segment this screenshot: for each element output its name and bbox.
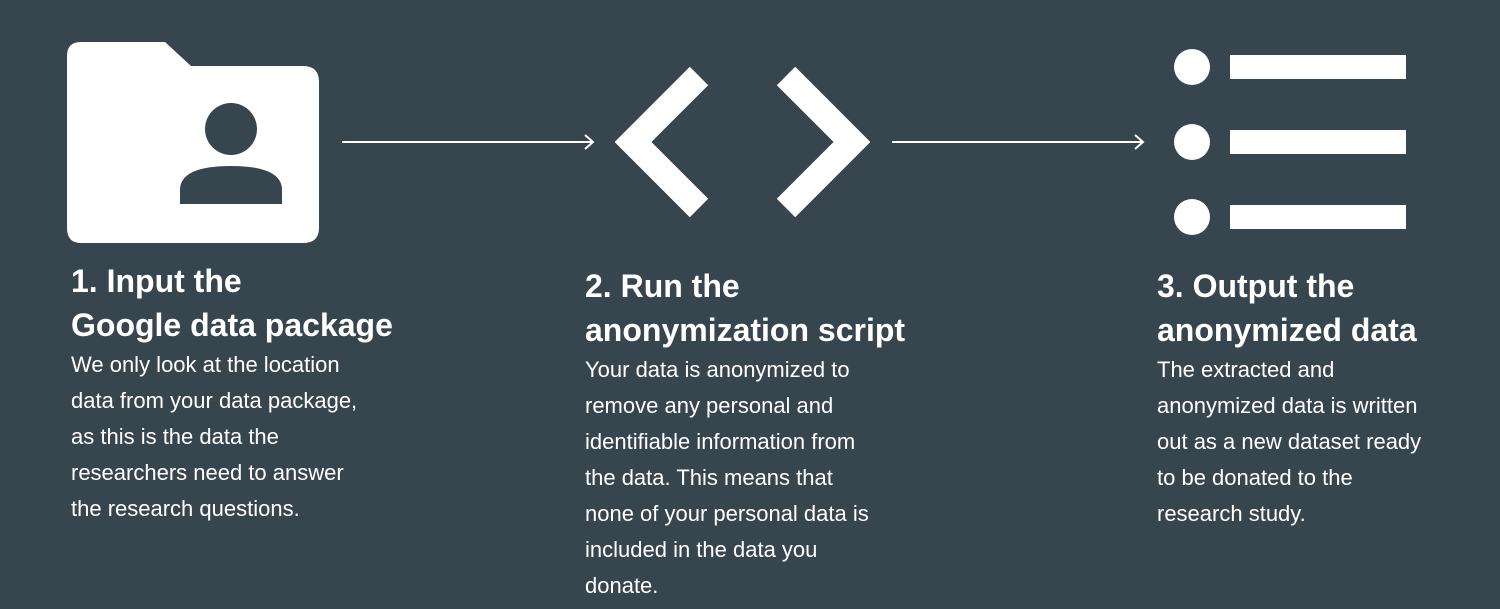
description-line: out as a new dataset ready — [1157, 429, 1422, 454]
step-input: 1. Input the Google data package We only… — [71, 259, 393, 527]
description-line: the data. This means that — [585, 465, 833, 490]
description-line: remove any personal and — [585, 393, 834, 418]
step-title-line: anonymization script — [585, 312, 906, 348]
flow-arrow-2 — [892, 134, 1145, 150]
code-brackets-icon — [615, 66, 870, 218]
description-line: anonymized data is written — [1157, 393, 1418, 418]
step-description: The extracted and anonymized data is wri… — [1157, 352, 1421, 532]
step-description: We only look at the location data from y… — [71, 347, 393, 527]
list-icon — [1174, 49, 1406, 235]
description-line: We only look at the location — [71, 352, 340, 377]
step-title-line: 2. Run the — [585, 268, 740, 304]
step-title-line: 3. Output the — [1157, 268, 1355, 304]
folder-user-icon — [67, 42, 319, 243]
description-line: none of your personal data is — [585, 501, 869, 526]
description-line: donate. — [585, 573, 659, 598]
description-line: The extracted and — [1157, 357, 1335, 382]
description-line: to be donated to the — [1157, 465, 1353, 490]
step-title-line: Google data package — [71, 307, 393, 343]
step-title: 3. Output the anonymized data — [1157, 264, 1421, 352]
description-line: as this is the data the — [71, 424, 279, 449]
step-description: Your data is anonymized to remove any pe… — [585, 352, 905, 604]
description-line: research study. — [1157, 501, 1306, 526]
description-line: data from your data package, — [71, 388, 358, 413]
description-line: Your data is anonymized to — [585, 357, 850, 382]
step-output: 3. Output the anonymized data The extrac… — [1157, 264, 1421, 532]
step-title: 1. Input the Google data package — [71, 259, 393, 347]
description-line: identifiable information from — [585, 429, 856, 454]
flow-arrow-1 — [342, 134, 595, 150]
step-title: 2. Run the anonymization script — [585, 264, 905, 352]
description-line: the research questions. — [71, 496, 300, 521]
description-line: researchers need to answer — [71, 460, 344, 485]
step-title-line: anonymized data — [1157, 312, 1417, 348]
description-line: included in the data you — [585, 537, 818, 562]
step-run: 2. Run the anonymization script Your dat… — [585, 264, 905, 604]
step-title-line: 1. Input the — [71, 263, 242, 299]
